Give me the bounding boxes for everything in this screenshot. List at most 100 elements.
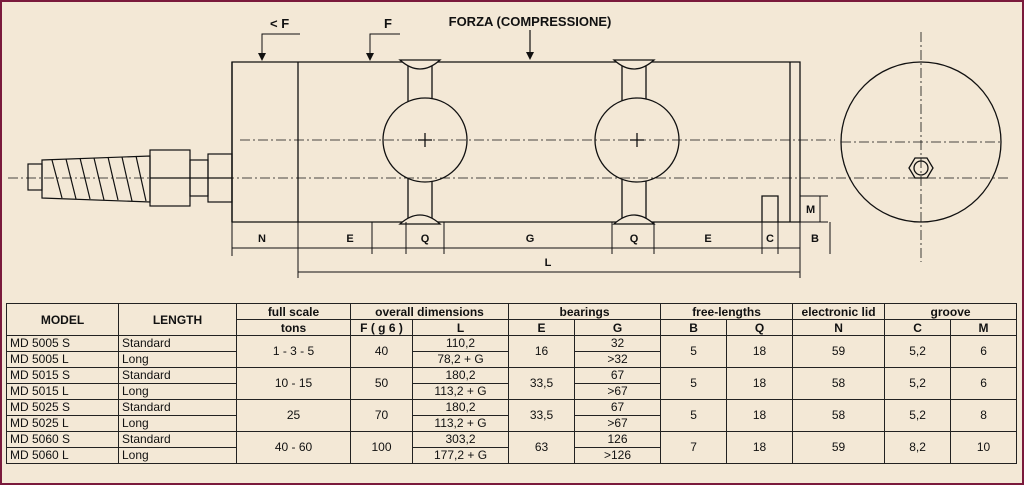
table-row: MD 5025 L Long 113,2 + G >67 <box>6 415 1017 432</box>
header-l: L <box>411 319 510 336</box>
cell-model: MD 5005 L <box>6 351 119 368</box>
cell-c: 5,2 <box>884 367 952 400</box>
dim-l-label: L <box>545 257 552 269</box>
technical-drawing: FORZA (COMPRESSIONE) < F F <box>8 14 1010 278</box>
cell-c: 8,2 <box>884 431 952 464</box>
cell-n: 58 <box>792 399 886 432</box>
cell-l: 177,2 + G <box>411 447 510 464</box>
cell-f: 70 <box>350 399 413 432</box>
cell-tons: 25 <box>236 399 351 432</box>
f-arrow <box>366 53 374 61</box>
header-groove: groove <box>884 303 1018 320</box>
dim-m <box>800 195 828 223</box>
cell-model: MD 5025 S <box>6 399 119 416</box>
header-bearings: bearings <box>508 303 662 320</box>
cell-b: 7 <box>660 431 728 464</box>
cell-e: 16 <box>508 335 576 368</box>
cell-g: 126 <box>574 431 662 448</box>
cell-g: 32 <box>574 335 662 352</box>
cell-e: 63 <box>508 431 576 464</box>
header-full-scale: full scale <box>236 303 351 320</box>
cell-length: Standard <box>118 335 237 352</box>
cell-e: 33,5 <box>508 399 576 432</box>
cable-connector <box>27 149 233 207</box>
cell-g: >126 <box>574 447 662 464</box>
cell-l: 180,2 <box>411 399 510 416</box>
cell-length: Standard <box>118 431 237 448</box>
cell-m: 8 <box>950 399 1018 432</box>
table-row: MD 5015 S Standard 10 - 15 50 180,2 33,5… <box>6 367 1018 400</box>
table-row: MD 5060 S Standard 40 - 60 100 303,2 63 … <box>6 431 1018 464</box>
dim-n-label: N <box>258 233 266 245</box>
cell-f: 100 <box>350 431 413 464</box>
lt-f-arrow <box>258 53 266 61</box>
label-f: F <box>384 16 392 31</box>
cell-length: Standard <box>118 367 237 384</box>
cell-b: 5 <box>660 399 728 432</box>
cell-l: 110,2 <box>411 335 510 352</box>
cell-n: 58 <box>792 367 886 400</box>
groove <box>761 195 779 222</box>
cell-length: Long <box>118 447 237 464</box>
header-electronic-lid: electronic lid <box>792 303 886 320</box>
cell-length: Standard <box>118 399 237 416</box>
cell-length: Long <box>118 383 237 400</box>
header-model: MODEL <box>6 303 119 336</box>
cell-b: 5 <box>660 335 728 368</box>
lt-f-leader <box>261 33 300 60</box>
cell-length: Long <box>118 415 237 432</box>
cell-l: 78,2 + G <box>411 351 510 368</box>
dim-c-label: C <box>766 233 774 245</box>
cell-m: 6 <box>950 367 1018 400</box>
cell-g: 67 <box>574 399 662 416</box>
header-e: E <box>508 319 576 336</box>
cell-c: 5,2 <box>884 335 952 368</box>
cell-l: 113,2 + G <box>411 383 510 400</box>
drawing-title: FORZA (COMPRESSIONE) <box>449 14 612 29</box>
cell-tons: 10 - 15 <box>236 367 351 400</box>
cell-q: 18 <box>726 399 794 432</box>
cell-model: MD 5015 S <box>6 367 119 384</box>
label-lt-f: < F <box>270 16 289 31</box>
header-length: LENGTH <box>118 303 237 336</box>
spec-table: MODEL LENGTH full scale overall dimensio… <box>6 303 1018 464</box>
dim-q-left-label: Q <box>421 233 430 245</box>
dim-e-left-label: E <box>346 233 353 245</box>
cell-e: 33,5 <box>508 367 576 400</box>
cell-n: 59 <box>792 335 886 368</box>
table-row: MD 5060 L Long 177,2 + G >126 <box>6 447 1017 464</box>
cell-model: MD 5060 L <box>6 447 119 464</box>
cell-q: 18 <box>726 335 794 368</box>
cell-c: 5,2 <box>884 399 952 432</box>
header-m: M <box>950 319 1018 336</box>
header-free-lengths: free-lengths <box>660 303 794 320</box>
cell-tons: 1 - 3 - 5 <box>236 335 351 368</box>
dim-m-label: M <box>806 204 815 216</box>
cell-g: >32 <box>574 351 662 368</box>
cell-q: 18 <box>726 431 794 464</box>
dim-q-right-label: Q <box>630 233 639 245</box>
bearing-right <box>594 59 680 225</box>
header-q: Q <box>726 319 794 336</box>
cell-m: 6 <box>950 335 1018 368</box>
dim-row-1 <box>231 222 831 278</box>
cell-model: MD 5015 L <box>6 383 119 400</box>
cell-f: 40 <box>350 335 413 368</box>
cell-model: MD 5025 L <box>6 415 119 432</box>
cell-b: 5 <box>660 367 728 400</box>
force-arrow-head <box>526 52 534 60</box>
cell-q: 18 <box>726 367 794 400</box>
bearing-left <box>382 59 468 225</box>
dim-g-label: G <box>526 233 535 245</box>
header-c: C <box>884 319 952 336</box>
dim-b-label: B <box>811 233 819 245</box>
cell-g: 67 <box>574 367 662 384</box>
header-overall-dimensions: overall dimensions <box>349 303 510 320</box>
cell-length: Long <box>118 351 237 368</box>
table-row: MD 5005 S Standard 1 - 3 - 5 40 110,2 16… <box>6 335 1018 368</box>
header-g: G <box>574 319 662 336</box>
table-row: MD 5025 S Standard 25 70 180,2 33,5 67 5… <box>6 399 1018 432</box>
header-n: N <box>792 319 886 336</box>
cell-n: 59 <box>792 431 886 464</box>
cell-l: 180,2 <box>411 367 510 384</box>
